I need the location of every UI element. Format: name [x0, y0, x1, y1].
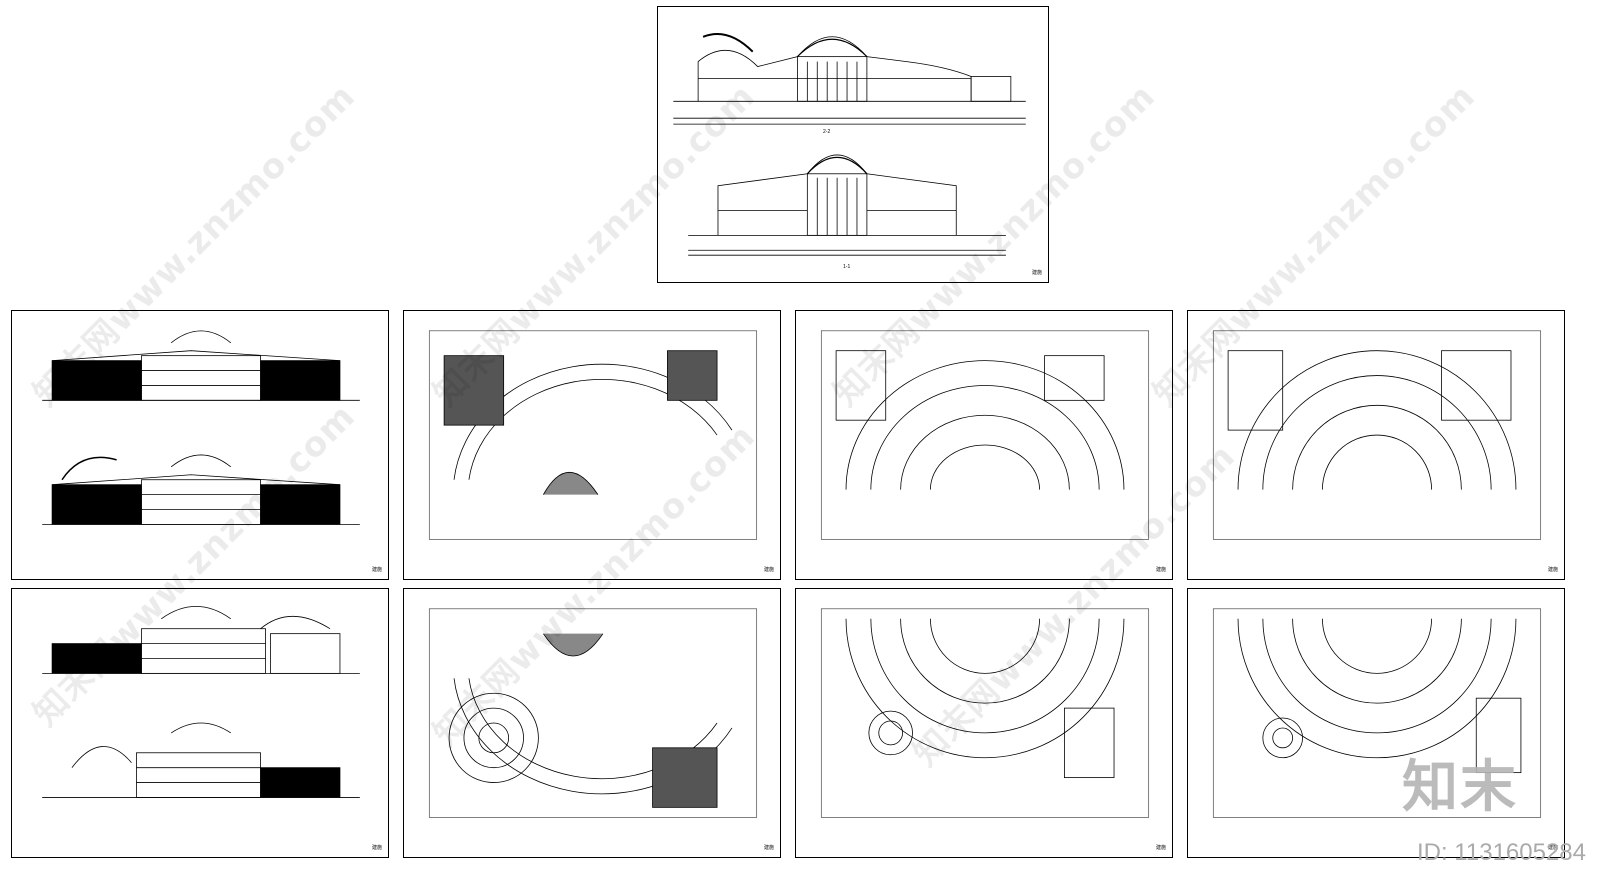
title-block: 建施	[1155, 845, 1166, 851]
brand-logo: 知末	[1402, 755, 1518, 820]
sheet-elevations-2[interactable]: 建施	[11, 588, 389, 858]
title-block: 建施	[763, 567, 774, 573]
floor-3-drawing	[1212, 330, 1542, 540]
title-block: 建施	[763, 845, 774, 851]
title-block: 建施	[1031, 270, 1042, 276]
elevation-drawings-2	[42, 606, 360, 798]
sheet-elevations-1[interactable]: 建施	[11, 310, 389, 580]
sheet-roof-plan-2[interactable]: 建施	[403, 588, 781, 858]
floor-2-drawing	[820, 330, 1150, 540]
floor-1-drawing	[820, 608, 1150, 818]
section-label-1-1: 1-1	[843, 264, 851, 270]
section-label-2-2: 2-2	[823, 129, 831, 135]
sheet-floor-3[interactable]: 建施	[1187, 310, 1565, 580]
resource-id: ID: 1131605284	[1416, 839, 1586, 866]
floor-1b-drawing	[1212, 608, 1542, 818]
section-drawings	[673, 32, 1026, 256]
sheet-floor-1b[interactable]: 建施	[1187, 588, 1565, 858]
title-block: 建施	[371, 567, 382, 573]
roof-plan-drawing	[428, 330, 758, 540]
sheet-roof-plan[interactable]: 建施	[403, 310, 781, 580]
elevation-drawings-1	[42, 330, 360, 525]
sheet-sections[interactable]: 2-2 1-1 建施	[657, 6, 1049, 283]
roof-plan-2-drawing	[428, 608, 758, 818]
title-block: 建施	[371, 845, 382, 851]
title-block: 建施	[1547, 567, 1558, 573]
sheet-floor-1[interactable]: 建施	[795, 588, 1173, 858]
title-block: 建施	[1547, 845, 1558, 851]
sheet-floor-2[interactable]: 建施	[795, 310, 1173, 580]
title-block: 建施	[1155, 567, 1166, 573]
